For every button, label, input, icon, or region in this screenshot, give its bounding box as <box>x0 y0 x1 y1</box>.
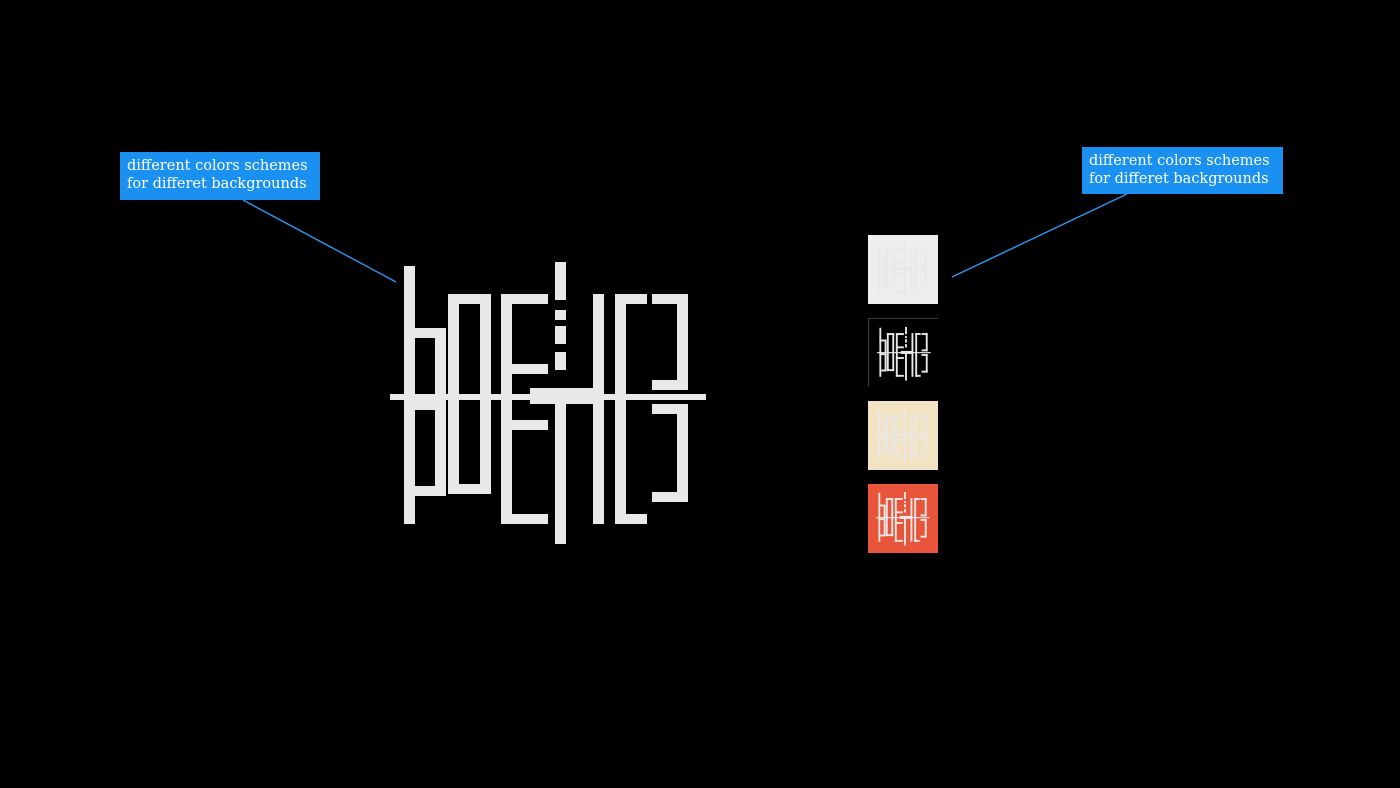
callout-right-line-2: for differet backgrounds <box>1089 171 1269 187</box>
right-leader-line <box>951 193 1128 278</box>
left-leader-line <box>242 199 397 283</box>
color-scheme-swatch-light <box>868 235 938 304</box>
swatch-logo-icon <box>868 235 938 304</box>
swatch-logo-icon <box>868 401 938 470</box>
poetics-logo-main <box>390 262 706 544</box>
callout-left-line-2: for differet backgrounds <box>127 176 307 192</box>
callout-label-right: different colors schemes for differet ba… <box>1082 147 1283 194</box>
callout-left-line-1: different colors schemes <box>127 158 308 174</box>
poetics-wordmark-icon <box>390 262 706 544</box>
callout-label-left: different colors schemes for differet ba… <box>120 152 320 200</box>
color-scheme-swatch-dark <box>868 318 939 388</box>
color-scheme-swatch-cream <box>868 401 938 470</box>
swatch-logo-icon <box>869 319 939 388</box>
swatch-logo-icon <box>868 484 938 553</box>
callout-right-line-1: different colors schemes <box>1089 153 1270 169</box>
color-scheme-swatch-coral <box>868 484 938 553</box>
